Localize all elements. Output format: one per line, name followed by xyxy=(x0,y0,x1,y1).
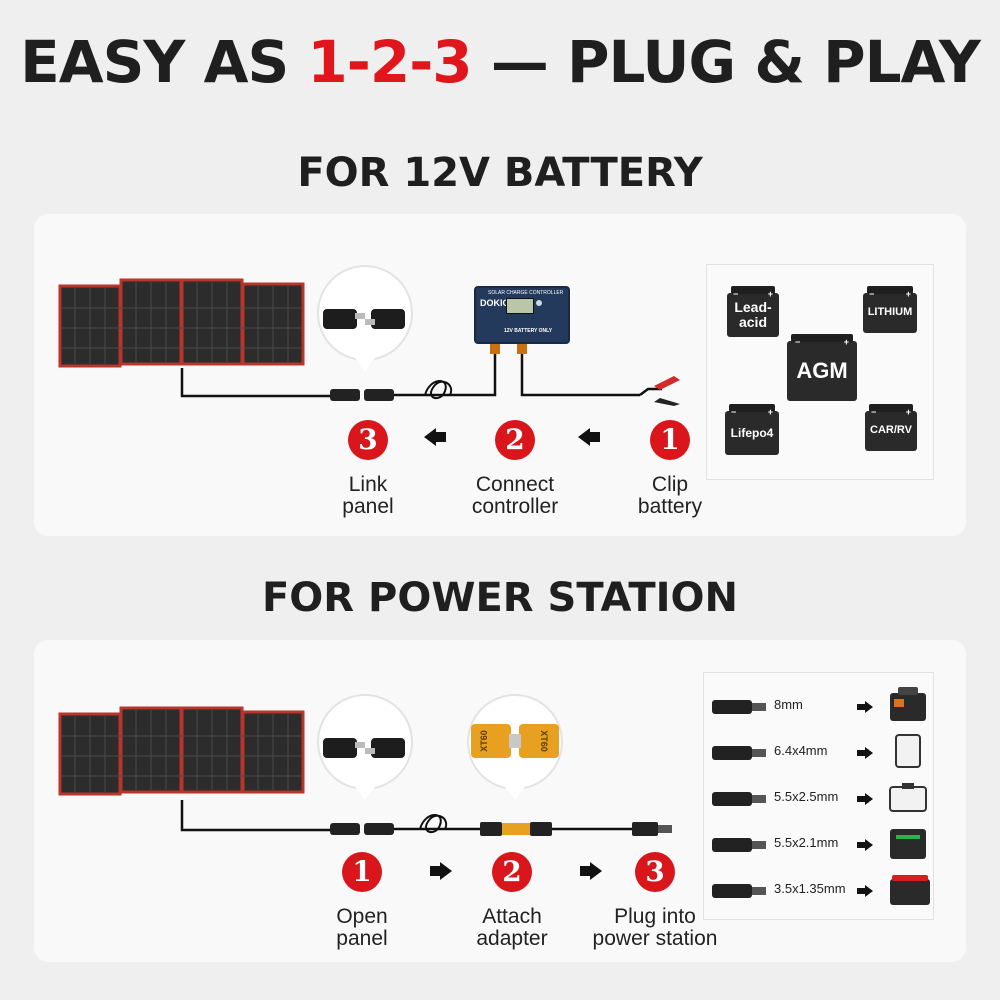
battery-type-label: AGM xyxy=(796,358,848,384)
power-station-icon xyxy=(890,687,926,721)
adapter-row: 5.5x2.1mm xyxy=(712,825,928,863)
step-badge: 2 xyxy=(492,852,532,892)
battery-type-label: LITHIUM xyxy=(867,306,913,319)
dc-plug-icon xyxy=(712,700,766,714)
adapter-size: 5.5x2.1mm xyxy=(774,835,839,850)
controller-lcd xyxy=(506,298,534,314)
power-station-icon xyxy=(890,875,930,905)
solar-panel-image xyxy=(58,706,305,796)
battery-types-panel: −+ Lead-acid −+ LITHIUM −+ AGM −+ Lifepo… xyxy=(706,264,934,480)
power-station-icon xyxy=(895,734,921,768)
step-badge: 2 xyxy=(495,420,535,460)
arrow-right-icon xyxy=(857,793,873,805)
controller-button-icon xyxy=(536,300,542,306)
arrow-right-icon xyxy=(857,747,873,759)
dc-plug-icon xyxy=(712,792,766,806)
battery-wiring xyxy=(180,336,680,406)
solar-panel-graphic xyxy=(58,278,305,368)
controller-title: SOLAR CHARGE CONTROLLER xyxy=(488,290,564,296)
xt60-label: XT60 xyxy=(478,730,489,752)
adapter-size: 3.5x1.35mm xyxy=(774,881,846,896)
solar-panel-graphic xyxy=(58,706,305,796)
step-badge: 3 xyxy=(348,420,388,460)
xt60-connector-bubble: XT60 XT60 xyxy=(465,694,565,802)
headline-accent: 1-2-3 xyxy=(307,28,472,96)
step-badge: 1 xyxy=(342,852,382,892)
adapter-size: 8mm xyxy=(774,697,803,712)
step-badge: 3 xyxy=(635,852,675,892)
headline-part2: — PLUG & PLAY xyxy=(471,28,981,96)
controller-note: 12V BATTERY ONLY xyxy=(504,328,553,334)
battery-agm-icon: −+ AGM xyxy=(787,334,857,401)
power-station-icon xyxy=(889,783,927,812)
battery-type-label: Lifepo4 xyxy=(730,425,774,440)
arrow-left-icon xyxy=(578,428,600,446)
dc-plug-icon xyxy=(712,838,766,852)
dc-plug-icon xyxy=(712,884,766,898)
charge-controller: SOLAR CHARGE CONTROLLER DOKIO 12V BATTER… xyxy=(474,286,570,344)
xt60-bubble-shape xyxy=(467,694,563,800)
sae-connector-bubble xyxy=(317,694,413,800)
arrow-left-icon xyxy=(424,428,446,446)
battery-lithium-icon: −+ LITHIUM xyxy=(863,286,917,333)
battery-car-rv-icon: −+ CAR/RV xyxy=(865,404,917,451)
page-headline: EASY AS 1-2-3 — PLUG & PLAY xyxy=(0,28,1000,96)
solar-panel-image xyxy=(58,278,305,368)
adapter-size: 5.5x2.5mm xyxy=(774,789,839,804)
xt60-label: XT60 xyxy=(538,730,549,752)
dc-plug-icon xyxy=(712,746,766,760)
battery-section-title: FOR 12V BATTERY xyxy=(297,150,703,196)
adapter-row: 8mm xyxy=(712,687,928,725)
arrow-right-icon xyxy=(857,839,873,851)
battery-lead-acid-icon: −+ Lead-acid xyxy=(727,286,779,337)
station-section-title: FOR POWER STATION xyxy=(261,575,739,621)
adapter-row: 5.5x2.5mm xyxy=(712,779,928,817)
adapter-row: 6.4x4mm xyxy=(712,733,928,771)
arrow-right-icon xyxy=(857,701,873,713)
adapters-panel: 8mm 6.4x4mm 5.5x2.5mm 5.5x2.1mm 3.5x1.35… xyxy=(703,672,934,920)
arrow-right-icon xyxy=(430,862,452,880)
adapter-row: 3.5x1.35mm xyxy=(712,871,930,909)
station-wiring xyxy=(180,800,672,836)
step-badge: 1 xyxy=(650,420,690,460)
battery-type-label: CAR/RV xyxy=(870,424,912,437)
arrow-right-icon xyxy=(580,862,602,880)
adapter-size: 6.4x4mm xyxy=(774,743,828,758)
controller-brand: DOKIO xyxy=(480,298,510,308)
power-station-icon xyxy=(890,829,926,859)
arrow-right-icon xyxy=(857,885,873,897)
sae-connector-bubble xyxy=(317,265,413,371)
battery-lifepo4-icon: −+ Lifepo4 xyxy=(725,404,779,455)
battery-type-label: Lead-acid xyxy=(734,299,772,330)
headline-part1: EASY AS xyxy=(20,28,308,96)
